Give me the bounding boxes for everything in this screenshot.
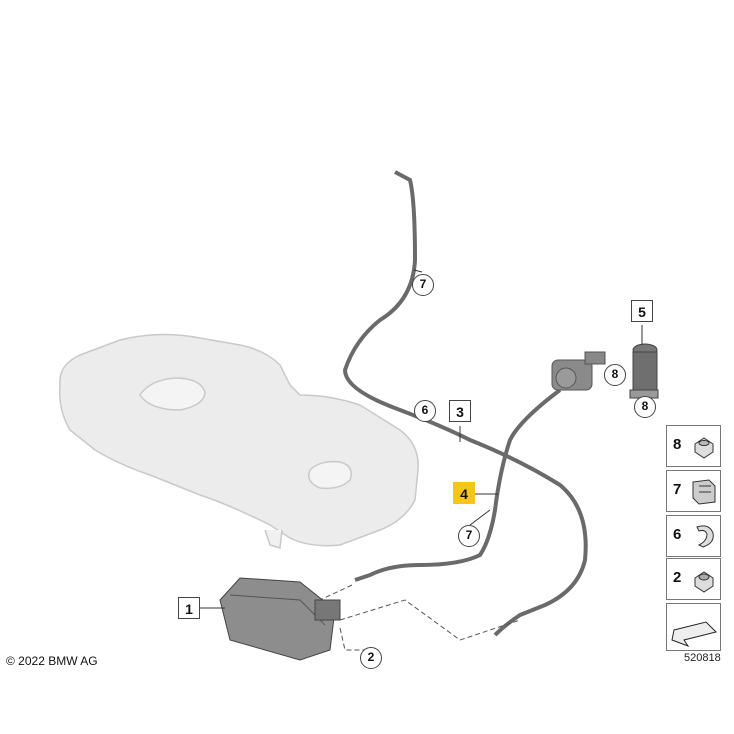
hex-nut-icon <box>694 571 714 593</box>
callout-part-4[interactable]: 4 <box>453 482 475 504</box>
hose-4 <box>354 388 562 582</box>
diagram-id: 520818 <box>684 652 721 664</box>
carbon-canister <box>219 577 341 661</box>
nut-icon <box>694 437 714 459</box>
callout-part-1[interactable]: 1 <box>178 597 200 619</box>
dashed-connection <box>319 584 521 651</box>
ref-circle-6[interactable]: 6 <box>414 400 436 422</box>
valve-assembly <box>551 351 606 391</box>
orientation-arrow-icon <box>671 621 717 648</box>
ref-circle-2[interactable]: 2 <box>360 647 382 669</box>
fuel-tank <box>58 333 419 549</box>
hose-3 <box>342 170 588 637</box>
double-clip-icon <box>692 479 716 505</box>
ref-circle-8-b[interactable]: 8 <box>634 396 656 418</box>
legend-item-2: 2 <box>666 558 721 600</box>
legend-item-6: 6 <box>666 515 721 557</box>
callout-part-3[interactable]: 3 <box>449 400 471 422</box>
leader-lines <box>197 269 643 609</box>
part-5-filter <box>629 343 659 399</box>
callout-part-5[interactable]: 5 <box>631 300 653 322</box>
ref-circle-7-mid[interactable]: 7 <box>458 525 480 547</box>
ref-circle-7-top[interactable]: 7 <box>412 274 434 296</box>
hose-clip-icon <box>696 525 714 548</box>
copyright-text: © 2022 BMW AG <box>6 654 98 668</box>
legend-item-7: 7 <box>666 470 721 512</box>
ref-circle-8-a[interactable]: 8 <box>604 364 626 386</box>
legend-item-8: 8 <box>666 425 721 467</box>
legend-orientation-cell <box>666 603 721 651</box>
